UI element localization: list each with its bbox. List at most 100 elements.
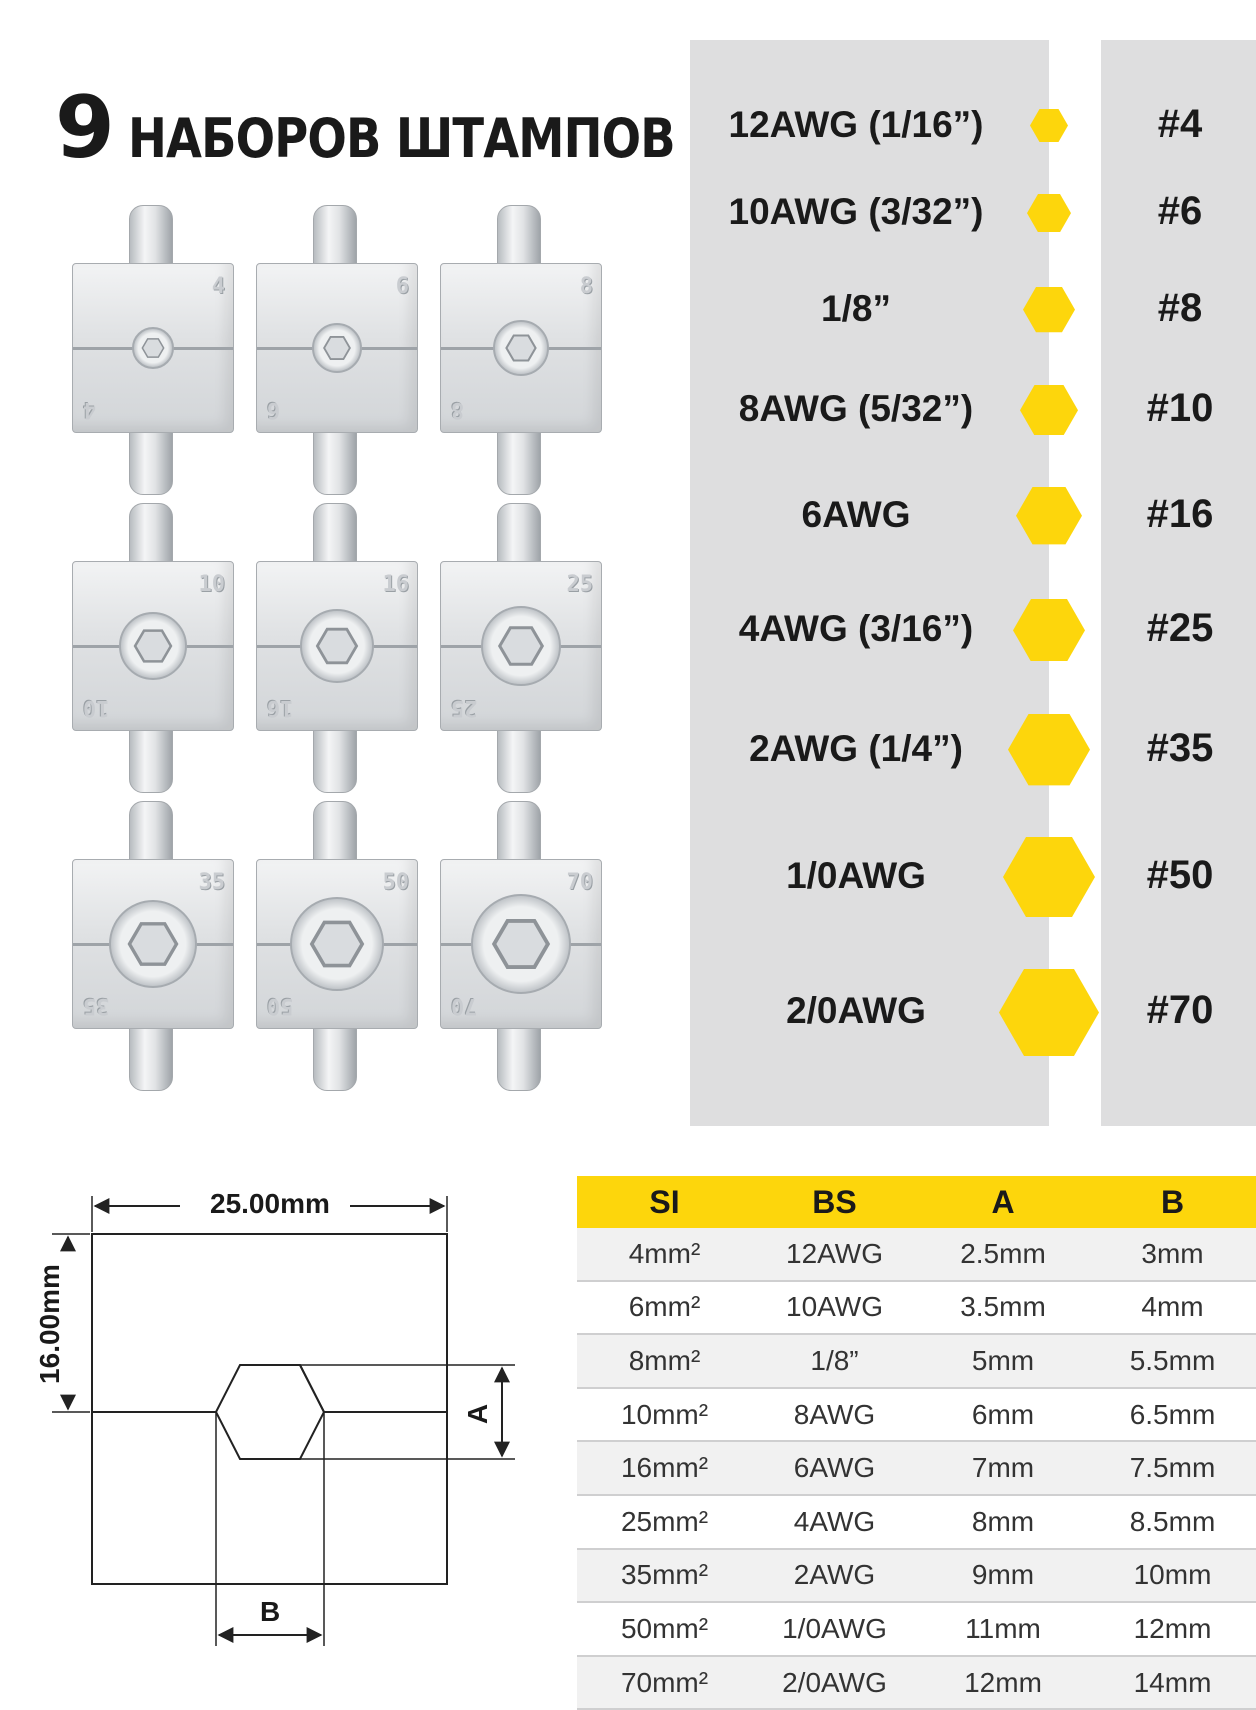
cell-bs: 8AWG [793,1398,876,1430]
gauge-awg-label: 8AWG (5/32”) [738,388,974,429]
die-50: 50 50 [256,801,418,1091]
gauge-die-number: #6 [1157,189,1203,233]
cell-a: 8mm [971,1505,1035,1537]
die-pin-bottom [313,1019,357,1091]
die-hex-cavity [312,323,362,373]
cell-bs: 1/0AWG [782,1612,887,1644]
gauge-awg-label: 1/8” [821,288,891,329]
die-hex-cavity [471,894,571,994]
height-dimension-label: 16.00mm [33,1264,65,1384]
gauge-hexagon-icon [1003,836,1095,917]
gauge-panel-right [1101,40,1256,1126]
gauge-hexagon-icon [1023,287,1075,333]
gauge-awg-label: 10AWG (3/32”) [728,191,984,232]
die-pin-bottom [497,1019,541,1091]
cell-a: 3.5mm [960,1291,1046,1323]
die-size-mark-inverted: 8 [451,397,465,422]
die-hex-cavity [132,327,174,369]
title-number: 9 [55,78,115,178]
die-hex-cavity [119,612,187,680]
die-size-mark: 16 [382,572,410,597]
cell-bs: 1/8” [810,1344,859,1376]
cell-si: 10mm² [620,1398,709,1430]
gauge-die-number: #16 [1146,492,1214,536]
gauge-awg-label: 2AWG (1/4”) [749,728,963,769]
cell-b: 8.5mm [1129,1505,1216,1537]
gauge-awg-label: 4AWG (3/16”) [738,608,974,649]
dimension-drawing: 25.00mm 16.00mm A B [34,1176,560,1666]
die-size-mark-inverted: 70 [451,993,478,1018]
die-size-mark: 50 [382,870,410,895]
die-size-mark: 10 [198,572,226,597]
die-size-mark-inverted: 50 [267,993,294,1018]
cell-si: 35mm² [620,1559,709,1591]
cell-si: 16mm² [620,1452,709,1484]
cell-b: 5.5mm [1129,1344,1216,1376]
title-text: НАБОРОВ ШТАМПОВ [127,107,676,170]
header-a: A [991,1183,1015,1220]
gauge-die-number: #10 [1146,386,1214,430]
gauge-panel-left [690,40,1049,1126]
header-si: SI [649,1183,680,1220]
cell-b: 4mm [1141,1291,1204,1323]
die-pin-bottom [129,423,173,495]
die-size-mark: 6 [395,274,409,299]
cell-bs: 4AWG [793,1505,876,1537]
die-pin-bottom [497,721,541,793]
cell-a: 6mm [971,1398,1035,1430]
cell-si: 25mm² [620,1505,709,1537]
die-hex-cavity [481,606,561,686]
cell-a: 9mm [971,1559,1035,1591]
cell-bs: 2/0AWG [782,1666,887,1698]
width-dimension-label: 25.00mm [210,1188,330,1219]
gauge-hexagon-icon [999,968,1099,1056]
die-size-mark-inverted: 4 [83,397,97,422]
gauge-awg-label: 2/0AWG [786,990,926,1031]
cell-b: 10mm [1133,1559,1212,1591]
die-hex-cavity [290,897,384,991]
gauge-die-number: #25 [1146,606,1214,650]
cell-si: 50mm² [620,1612,709,1644]
gauge-awg-label: 6AWG [801,494,911,535]
gauge-die-number: #35 [1146,726,1214,770]
cell-bs: 6AWG [793,1452,876,1484]
gauge-hexagon-icon [1008,714,1090,786]
die-size-mark: 25 [566,572,594,597]
cell-si: 6mm² [628,1291,701,1323]
gauge-hexagon-icon [1020,384,1078,436]
cell-b: 14mm [1133,1666,1212,1698]
gauge-hexagon-icon [1016,487,1082,545]
gauge-die-number: #70 [1146,988,1214,1032]
die-pin-bottom [497,423,541,495]
gauge-awg-label: 12AWG (1/16”) [728,104,984,145]
die-pin-bottom [129,721,173,793]
cell-si: 8mm² [628,1344,701,1376]
die-size-mark: 8 [579,274,593,299]
die-block: 50 50 [256,859,418,1029]
spec-table-header: SI BS A B [577,1176,1256,1228]
die-size-mark-inverted: 35 [83,993,110,1018]
b-dimension-label: B [260,1596,281,1627]
cell-a: 12mm [964,1666,1042,1698]
cell-a: 7mm [971,1452,1035,1484]
